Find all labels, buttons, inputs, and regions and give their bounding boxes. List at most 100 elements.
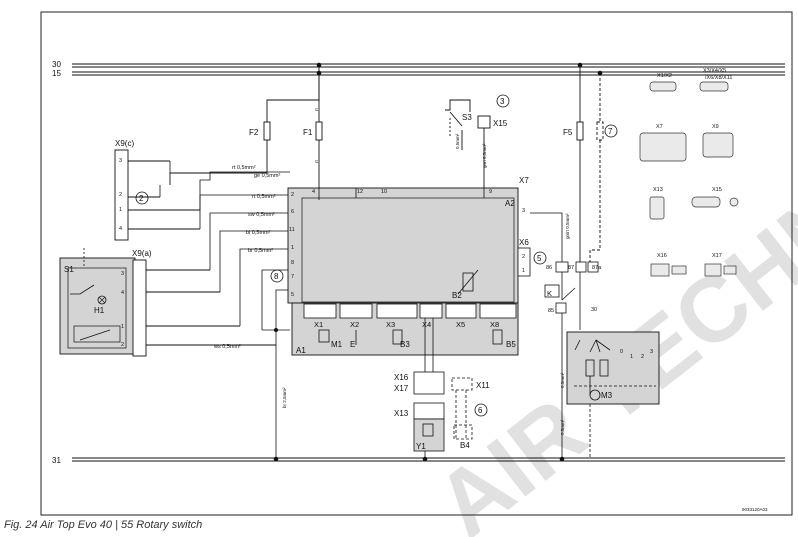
pin-left-8: 8 [291,260,294,266]
wire-sw-05: sw 0,5mm² [248,212,275,218]
lamp-h1-label: H1 [94,306,105,315]
relay-pin-85: 85 [548,308,554,314]
legend-x9: X9 [712,124,719,130]
marker-2: 2 [139,194,144,203]
connector-x7-label: X7 [519,176,529,185]
x6-pin2: 2 [522,254,525,260]
pin-left-1: 1 [291,245,294,251]
pin-left-7: 7 [291,274,294,280]
wire-s3: 0,5mm² [455,133,460,149]
pin-left-11: 11 [289,227,295,233]
fuse-f1-branch [315,65,323,188]
wire-gnrt: gnrt 0,5mm² [482,143,487,168]
sensor-b5-label: B5 [506,340,516,349]
connector-x5-label: X5 [456,320,465,329]
s1-pin1: 1 [121,324,124,330]
loads-a1 [318,329,503,345]
connector-x3-label: X3 [386,320,395,329]
rotary-pos-3: 3 [650,349,653,355]
connector-x16-label: X16 [394,373,409,382]
x9c-pin4: 4 [119,226,122,232]
marker-6-circle [474,403,488,417]
marker-3: 3 [500,97,505,106]
s1-pin3: 3 [121,271,124,277]
connector-row [303,303,517,319]
rotary-pos-2: 2 [641,354,644,360]
wire-k-05: 0,5mm² [560,372,565,388]
rail-15-label: 15 [52,69,61,78]
pin-right-3: 3 [522,208,525,214]
legend-x13: X13 [653,187,663,193]
connector-x9a [132,259,276,357]
fuse-f5-branch [576,65,584,262]
connector-x4-label: X4 [422,320,431,329]
pin-top-9: 9 [489,189,492,195]
connector-x9c-label: X9(c) [115,139,134,148]
x9c-pin1: 1 [119,207,122,213]
wire-rtsw: gn/rt 0,5mm² [565,213,570,239]
document-id: 9033120A03 [742,507,768,512]
optional-branch-7 [589,73,604,262]
pump-y1-label: Y1 [416,442,426,451]
wire-br-05: br 0,5mm² [248,248,273,254]
legend-x3x4b: /X6/X8/X11 [705,75,732,81]
connector-x11-label: X11 [476,381,490,390]
connector-x9a-label: X9(a) [132,249,152,258]
pin-left-2: 2 [291,192,294,198]
sensor-b4-block [451,377,473,440]
connector-x6-label: X6 [519,238,529,247]
switch-s3-label: S3 [462,113,472,122]
connector-x9c [114,149,200,241]
connector-x17-label: X17 [394,384,409,393]
ecu-output-wires [318,188,485,200]
ecu-input-wires [159,161,290,459]
power-rails [72,63,785,462]
wire-bl-05: bl 0,5mm² [246,230,271,236]
legend-x16: X16 [657,253,667,259]
wire-k-05b: 0,5mm² [560,419,565,435]
control-unit-a2 [287,187,519,356]
legend-x15: X15 [712,187,722,193]
relay-pin-86: 86 [546,265,552,271]
marker-6: 6 [478,406,483,415]
relay-k-label: K [547,289,552,298]
legend-x1x2: X1/X2 [657,73,672,79]
s1-pin4: 4 [121,290,124,296]
relay-pin-87: 87 [568,265,574,271]
marker-3-circle [496,94,510,108]
sensor-b4-label: B4 [460,441,470,450]
ecu-a2-label: A2 [505,199,515,208]
connector-x1-label: X1 [314,320,323,329]
glow-e-label: E [350,340,355,349]
marker-5-circle [533,251,547,265]
drawing-frame [40,11,793,516]
rail-30-label: 30 [52,60,61,69]
figure-caption: Fig. 24 Air Top Evo 40 | 55 Rotary switc… [4,519,203,531]
legend-x7: X7 [656,124,663,130]
marker-8-circle [270,269,284,283]
relay-pin-30: 30 [591,307,597,313]
wire-rt-05: rt 0,5mm² [232,165,256,171]
pin-top-10: 10 [381,189,387,195]
fuse-f1-label: F1 [303,128,313,137]
marker-5: 5 [537,254,542,263]
connector-legend [639,81,739,277]
pin-left-5: 5 [291,292,294,298]
switch-s1-module [59,248,136,355]
sensor-b2 [457,269,479,295]
connector-x2-label: X2 [350,320,359,329]
rotary-pos-0: 0 [620,349,623,355]
sensor-b3-label: B3 [400,340,410,349]
fuel-pump-block [413,318,445,459]
marker-8: 8 [274,272,279,281]
marker-7: 7 [608,127,613,136]
ecu-a1-label: A1 [296,346,306,355]
connector-x8-label: X8 [490,320,499,329]
wire-rt-05b: rt 0,5mm² [252,194,276,200]
switch-s3 [445,99,491,188]
s1-pin2: 2 [121,342,124,348]
fuse-f2-label: F2 [249,128,259,137]
connector-x15-label: X15 [493,119,508,128]
fuse-f5-label: F5 [563,128,573,137]
